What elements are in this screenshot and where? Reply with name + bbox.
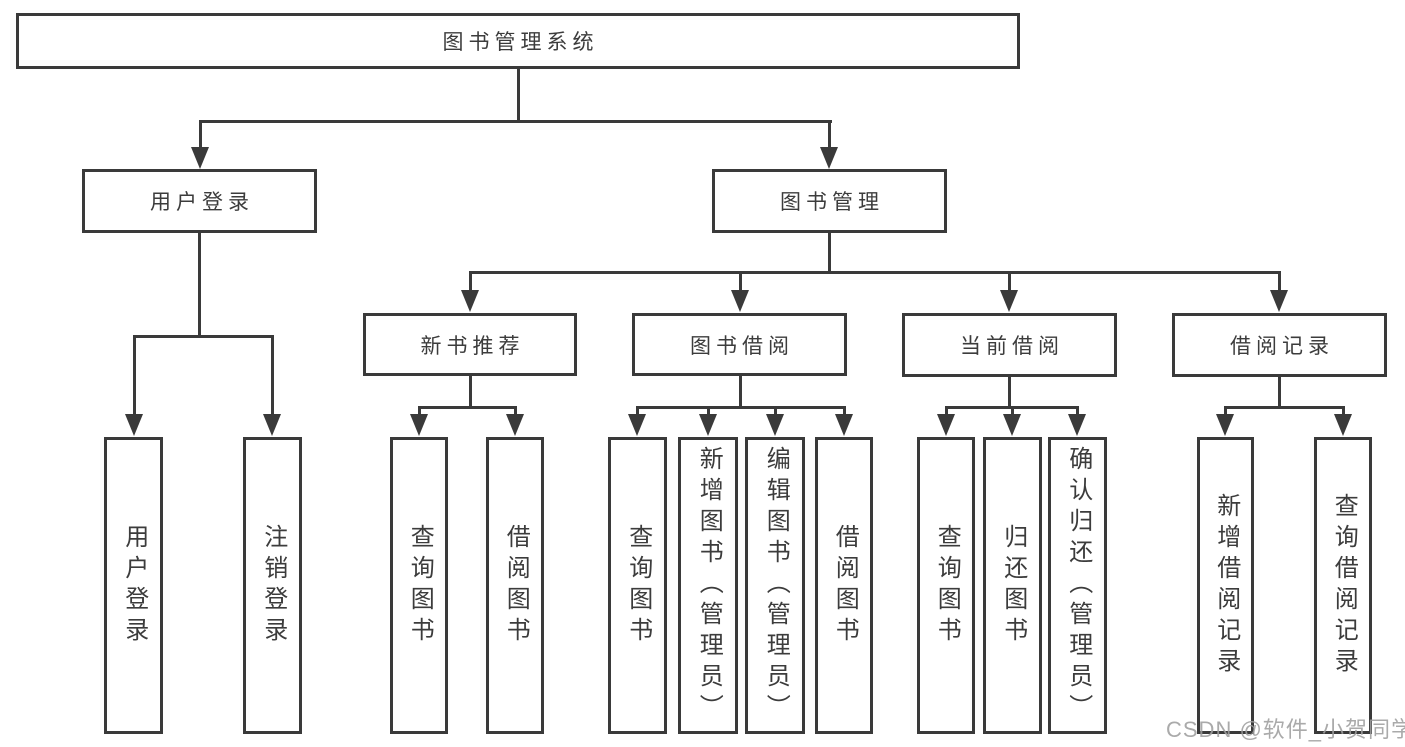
connector-line: [1076, 406, 1079, 418]
node-label: 图书管理: [780, 191, 884, 214]
leaf-edit-books-admin: 编辑图书（管理员）: [745, 437, 805, 734]
arrowhead-down: [1068, 414, 1086, 436]
leaf-borrow-books-newbook: 借阅图书: [486, 437, 544, 734]
node-user-login: 用户登录: [82, 169, 317, 233]
arrowhead-down: [461, 290, 479, 312]
arrowhead-down: [835, 414, 853, 436]
watermark-text: CSDN @软件_小贺同学: [1166, 717, 1405, 742]
node-book-borrowing: 图书借阅: [632, 313, 847, 376]
arrowhead-down: [766, 414, 784, 436]
leaf-return-books: 归还图书: [983, 437, 1042, 734]
node-label: 借阅记录: [1230, 335, 1334, 358]
connector-line: [707, 406, 710, 418]
arrowhead-down: [1000, 290, 1018, 312]
connector-line: [1278, 271, 1281, 293]
connector-line: [1008, 376, 1011, 406]
connector-line: [133, 335, 136, 417]
connector-line: [469, 271, 1280, 274]
arrowhead-down: [1216, 414, 1234, 436]
arrowhead-down: [263, 414, 281, 436]
arrowhead-down: [191, 147, 209, 169]
connector-line: [271, 335, 274, 417]
connector-line: [469, 271, 472, 293]
arrowhead-down: [628, 414, 646, 436]
node-new-book-recommendation: 新书推荐: [363, 313, 577, 376]
leaf-label: 注销登录: [259, 523, 287, 648]
leaf-query-books-newbook: 查询图书: [390, 437, 448, 734]
leaf-query-books-current: 查询图书: [917, 437, 975, 734]
node-library-system: 图书管理系统: [16, 13, 1020, 69]
connector-line: [1008, 271, 1011, 293]
node-book-management: 图书管理: [712, 169, 947, 233]
connector-line: [945, 406, 948, 418]
connector-line: [418, 406, 517, 409]
connector-line: [1224, 406, 1227, 418]
leaf-query-books-borrowing: 查询图书: [608, 437, 667, 734]
leaf-user-login: 用户登录: [104, 437, 163, 734]
leaf-add-borrow-record: 新增借阅记录: [1197, 437, 1254, 734]
leaf-confirm-return-admin: 确认归还（管理员）: [1048, 437, 1107, 734]
connector-line: [843, 406, 846, 418]
leaf-label: 查询借阅记录: [1330, 492, 1358, 679]
arrowhead-down: [1003, 414, 1021, 436]
connector-line: [828, 120, 831, 150]
node-label: 当前借阅: [960, 335, 1064, 358]
connector-line: [1342, 406, 1345, 418]
leaf-label: 用户登录: [120, 523, 148, 648]
arrowhead-down: [410, 414, 428, 436]
arrowhead-down: [125, 414, 143, 436]
leaf-label: 查询图书: [406, 523, 434, 648]
leaf-add-books-admin: 新增图书（管理员）: [678, 437, 738, 734]
leaf-label: 查询图书: [624, 523, 652, 648]
arrowhead-down: [1334, 414, 1352, 436]
node-label: 用户登录: [150, 191, 254, 214]
leaf-borrow-books-borrowing: 借阅图书: [815, 437, 873, 734]
connector-line: [739, 376, 742, 406]
connector-line: [774, 406, 777, 418]
leaf-query-borrow-record: 查询借阅记录: [1314, 437, 1372, 734]
connector-line: [828, 233, 831, 271]
leaf-label: 新增借阅记录: [1212, 492, 1240, 679]
leaf-label: 借阅图书: [502, 523, 530, 648]
node-label: 新书推荐: [420, 334, 525, 358]
leaf-label: 查询图书: [933, 523, 961, 648]
leaf-label: 确认归还（管理员）: [1064, 446, 1092, 725]
connector-line: [739, 271, 742, 293]
leaf-label: 新增图书（管理员）: [695, 446, 723, 725]
arrowhead-down: [1270, 290, 1288, 312]
node-current-borrowing: 当前借阅: [902, 313, 1117, 377]
arrowhead-down: [699, 414, 717, 436]
connector-line: [418, 406, 421, 418]
connector-line: [199, 120, 832, 123]
connector-line: [517, 69, 520, 120]
arrowhead-down: [731, 290, 749, 312]
leaf-logout: 注销登录: [243, 437, 302, 734]
connector-line: [469, 376, 472, 406]
arrowhead-down: [820, 147, 838, 169]
connector-line: [514, 406, 517, 418]
connector-line: [199, 120, 202, 150]
node-borrowing-records: 借阅记录: [1172, 313, 1387, 377]
connector-line: [636, 406, 846, 409]
connector-line: [1224, 406, 1345, 409]
leaf-label: 借阅图书: [831, 523, 859, 648]
connector-line: [198, 233, 201, 335]
connector-line: [1278, 376, 1281, 406]
leaf-label: 编辑图书（管理员）: [762, 446, 790, 725]
connector-line: [636, 406, 639, 418]
node-label: 图书借阅: [690, 334, 794, 358]
node-label: 图书管理系统: [442, 31, 599, 54]
connector-line: [1011, 406, 1014, 418]
arrowhead-down: [937, 414, 955, 436]
arrowhead-down: [506, 414, 524, 436]
leaf-label: 归还图书: [999, 523, 1027, 648]
connector-line: [133, 335, 274, 338]
